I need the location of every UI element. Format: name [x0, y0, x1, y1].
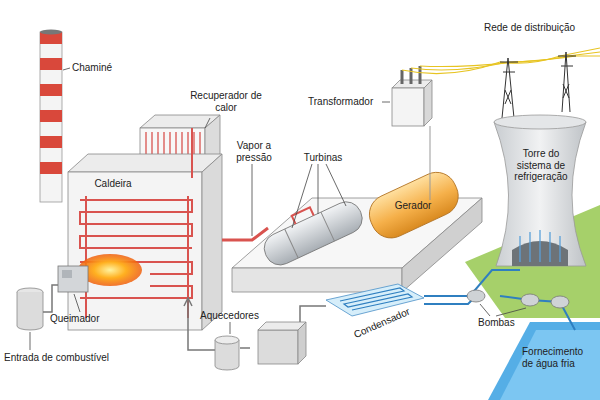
node-text: Caldeira	[83, 178, 143, 190]
turbines-label: Turbinas	[296, 152, 350, 164]
burner-label: Queimador	[50, 313, 110, 325]
heaters-label: Aquecedores	[200, 310, 264, 322]
chimney-label: Chaminé	[72, 62, 132, 74]
fuel-inlet-label: Entrada de combustível	[4, 352, 124, 364]
heat-recovery-label: Recuperador de calor	[190, 90, 262, 113]
node-text: Torre do sistema de refrigeração	[506, 148, 576, 183]
water-supply-label: Fornecimento de água fria	[522, 346, 596, 369]
steam-label: Vapor a pressão	[226, 140, 282, 163]
node-text: Gerador	[387, 200, 439, 212]
boiler-label-box: Caldeira	[80, 176, 146, 192]
transformer-label: Transformador	[308, 96, 382, 108]
grid-label: Rede de distribuição	[484, 22, 594, 34]
cooling-tower-label-box: Torre do sistema de refrigeração	[503, 146, 579, 185]
generator-label-box: Gerador	[384, 198, 442, 214]
pumps-label: Bombas	[478, 317, 522, 329]
